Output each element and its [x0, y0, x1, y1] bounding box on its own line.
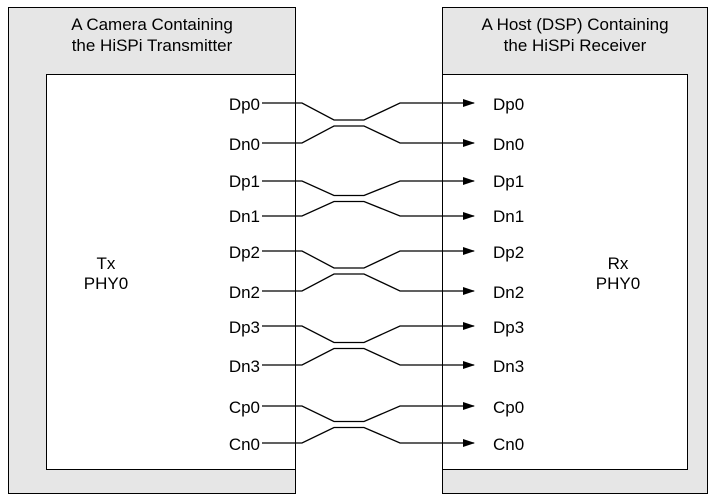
rx-pin-label: Dn0 [493, 135, 525, 154]
rx-phy-label: Rx PHY0 [578, 254, 658, 294]
tx-phy-box [46, 74, 296, 470]
tx-pin-label: Cp0 [228, 398, 260, 417]
host-title-line2: the HiSPi Receiver [503, 36, 647, 55]
negative-wire-lane-3 [262, 347, 475, 369]
rx-pin-label: Dp3 [493, 318, 525, 337]
negative-wire-lane-2 [262, 273, 475, 295]
rx-pin-label: Cp0 [493, 398, 525, 417]
rx-phy-box [442, 74, 688, 470]
positive-wire-lane-4 [262, 402, 475, 423]
positive-wire-lane-3 [262, 322, 475, 344]
rx-pin-label: Dn3 [493, 357, 525, 376]
negative-wire-lane-4 [262, 426, 475, 447]
tx-pin-label: Dn3 [228, 357, 260, 376]
tx-pin-label: Dn2 [228, 283, 260, 302]
tx-pin-label: Dp0 [228, 95, 260, 114]
host-title-line1: A Host (DSP) Containing [481, 15, 669, 34]
host-title: A Host (DSP) Containing the HiSPi Receiv… [443, 14, 707, 56]
tx-phy-label: Tx PHY0 [66, 254, 146, 294]
camera-title-line1: A Camera Containing [71, 15, 233, 34]
tx-pin-label: Dn0 [228, 135, 260, 154]
tx-phy-label-line1: Tx [96, 254, 116, 273]
negative-wire-lane-0 [262, 125, 475, 147]
negative-wire-lane-1 [262, 200, 475, 220]
positive-wire-lane-2 [262, 247, 475, 269]
tx-phy-label-line2: PHY0 [83, 274, 129, 293]
tx-pin-label: Dn1 [228, 207, 260, 226]
rx-pin-label: Dp2 [493, 243, 525, 262]
camera-title-line2: the HiSPi Transmitter [71, 36, 233, 55]
tx-pin-label: Dp3 [228, 318, 260, 337]
tx-pin-label: Dp1 [228, 172, 260, 191]
rx-pin-label: Dn2 [493, 283, 525, 302]
rx-pin-label: Dp0 [493, 95, 525, 114]
rx-phy-label-line2: PHY0 [595, 274, 641, 293]
rx-pin-label: Dn1 [493, 207, 525, 226]
camera-title: A Camera Containing the HiSPi Transmitte… [9, 14, 295, 56]
rx-phy-label-line1: Rx [607, 254, 629, 273]
tx-pin-label: Dp2 [228, 243, 260, 262]
tx-pin-label: Cn0 [228, 435, 260, 454]
positive-wire-lane-0 [262, 99, 475, 121]
rx-pin-label: Dp1 [493, 172, 525, 191]
positive-wire-lane-1 [262, 177, 475, 197]
rx-pin-label: Cn0 [493, 435, 525, 454]
